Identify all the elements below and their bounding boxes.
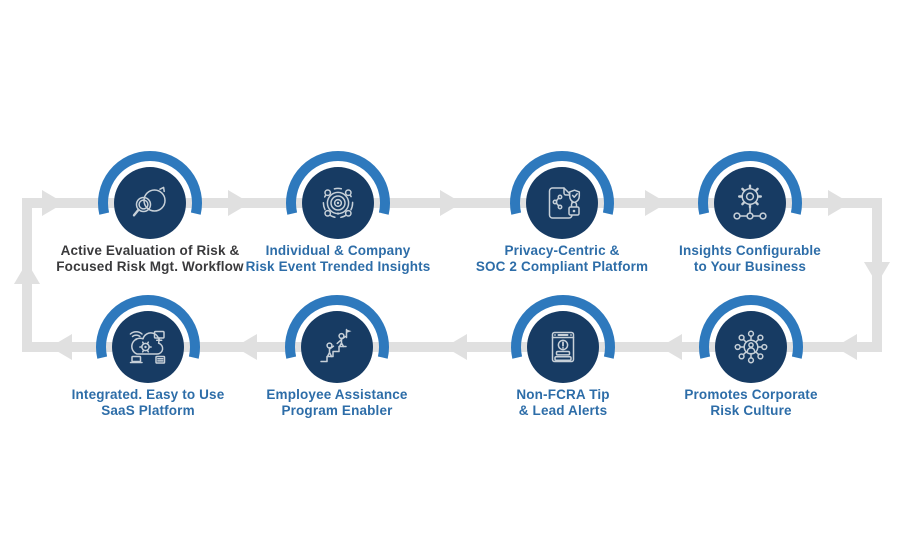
node-circle <box>714 167 786 239</box>
node-risk-culture: Promotes Corporate Risk Culture <box>631 292 871 419</box>
node-label-line2: SaaS Platform <box>101 403 195 418</box>
node-label-line1: Individual & Company <box>265 243 411 258</box>
node-label-line1: Active Evaluation of Risk & <box>60 243 240 258</box>
node-label-line2: Risk Event Trended Insights <box>245 259 431 274</box>
node-trended-insights: Individual & Company Risk Event Trended … <box>218 148 458 275</box>
node-arc <box>511 295 615 359</box>
cloud-saas-icon <box>129 330 166 364</box>
node-arc <box>510 151 614 215</box>
node-circle <box>112 311 184 383</box>
node-label: Insights Configurable to Your Business <box>630 243 870 275</box>
node-label: Promotes Corporate Risk Culture <box>631 387 871 419</box>
node-label-line1: Privacy-Centric & <box>504 243 620 258</box>
arrow-left-icon <box>50 334 72 360</box>
node-arc <box>286 151 390 215</box>
node-label: Non-FCRA Tip & Lead Alerts <box>443 387 683 419</box>
node-label-line1: Employee Assistance <box>266 387 408 402</box>
arrow-left-icon <box>660 334 682 360</box>
node-label-line1: Promotes Corporate <box>684 387 818 402</box>
node-label-line2: Focused Risk Mgt. Workflow <box>56 259 244 274</box>
magnifier-cycle-icon <box>132 186 166 217</box>
node-label-line1: Non-FCRA Tip <box>516 387 610 402</box>
gear-network-icon <box>733 184 767 220</box>
node-tip-lead-alerts: Non-FCRA Tip & Lead Alerts <box>443 292 683 419</box>
network-person-icon <box>734 330 768 364</box>
node-label: Individual & Company Risk Event Trended … <box>218 243 458 275</box>
node-label-line2: & Lead Alerts <box>518 403 608 418</box>
node-circle <box>526 167 598 239</box>
document-shield-lock-icon <box>548 187 581 219</box>
node-circle <box>301 311 373 383</box>
node-label: Employee Assistance Program Enabler <box>217 387 457 419</box>
alert-report-icon <box>551 331 575 363</box>
node-label-line1: Integrated. Easy to Use <box>71 387 225 402</box>
node-arc <box>698 151 802 215</box>
node-label: Privacy-Centric & SOC 2 Compliant Platfo… <box>442 243 682 275</box>
arrow-left-icon <box>235 334 257 360</box>
node-saas-platform: Integrated. Easy to Use SaaS Platform <box>28 292 268 419</box>
node-arc <box>699 295 803 359</box>
node-configurable-insights: Insights Configurable to Your Business <box>630 148 870 275</box>
arrow-left-icon <box>835 334 857 360</box>
node-label-line2: Risk Culture <box>710 403 792 418</box>
node-label-line2: Program Enabler <box>281 403 393 418</box>
arrow-right-icon <box>42 190 64 216</box>
arrow-right-icon <box>228 190 250 216</box>
node-arc <box>98 151 202 215</box>
node-active-evaluation: Active Evaluation of Risk & Focused Risk… <box>30 148 270 275</box>
node-privacy-soc2: Privacy-Centric & SOC 2 Compliant Platfo… <box>442 148 682 275</box>
node-arc <box>285 295 389 359</box>
radar-target-icon <box>322 187 354 219</box>
node-label: Integrated. Easy to Use SaaS Platform <box>28 387 268 419</box>
arrow-left-icon <box>445 334 467 360</box>
arrow-right-icon <box>828 190 850 216</box>
arrow-right-icon <box>440 190 462 216</box>
arrow-down-icon <box>864 262 890 284</box>
node-arc <box>96 295 200 359</box>
people-stairs-icon <box>320 328 352 363</box>
node-label-line1: Insights Configurable <box>679 243 821 258</box>
node-label: Active Evaluation of Risk & Focused Risk… <box>30 243 270 275</box>
arrow-up-icon <box>14 262 40 284</box>
node-label-line2: to Your Business <box>693 259 807 274</box>
node-label-line2: SOC 2 Compliant Platform <box>475 259 649 274</box>
arrow-right-icon <box>645 190 667 216</box>
node-employee-assistance: Employee Assistance Program Enabler <box>217 292 457 419</box>
